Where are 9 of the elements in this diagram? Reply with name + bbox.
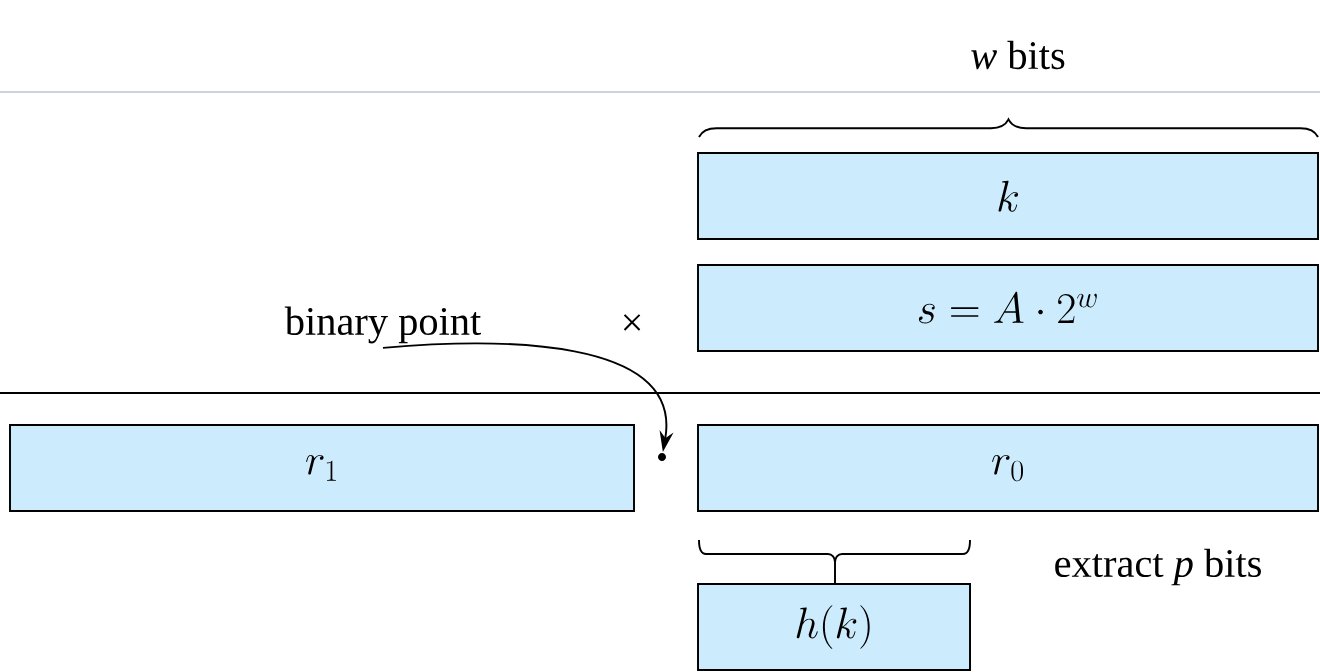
register-box: $r_1$ [9, 424, 635, 512]
register-box: $r_0$ [697, 424, 1319, 512]
width-label: w bits [971, 40, 1065, 70]
extract-label: extract p bits [1055, 548, 1261, 586]
register-box: $s = A\cdot 2^{w}$ [697, 264, 1319, 352]
register-box: $h(k)$ [697, 583, 971, 671]
multiply-sign: × [623, 314, 641, 331]
register-box: $k$ [697, 152, 1319, 240]
callout-text: binary point [284, 306, 481, 344]
